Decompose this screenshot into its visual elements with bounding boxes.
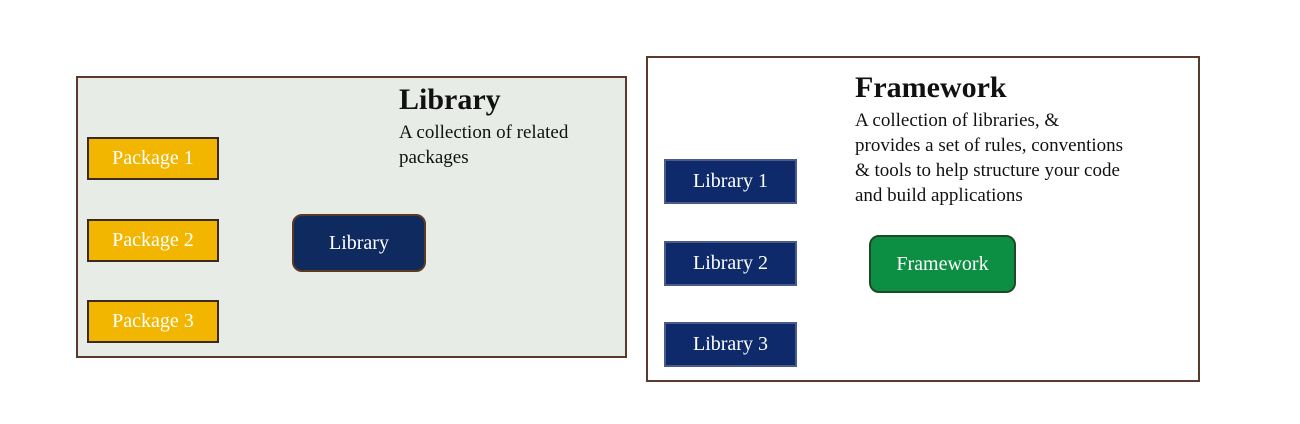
library-description: A collection of related packages	[399, 122, 569, 168]
framework-description: A collection of libraries, & provides a …	[855, 110, 1124, 206]
library-title: Library	[399, 83, 501, 116]
framework-hub-box: Framework	[869, 235, 1016, 293]
package-2-box: Package 2	[87, 219, 219, 262]
framework-title: Framework	[855, 71, 1007, 104]
library-hub-box: Library	[292, 214, 426, 272]
library-1-box: Library 1	[664, 159, 797, 204]
library-2-box: Library 2	[664, 241, 797, 286]
package-3-box: Package 3	[87, 300, 219, 343]
library-3-box: Library 3	[664, 322, 797, 367]
package-1-box: Package 1	[87, 137, 219, 180]
